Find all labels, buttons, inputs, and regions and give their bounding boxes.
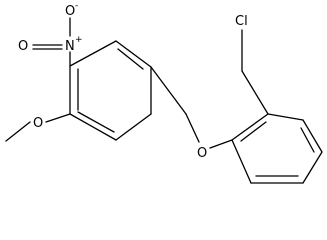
nitro-oxygen-left-label: O xyxy=(18,39,28,54)
bond-ring-b-4 xyxy=(302,151,323,184)
double-bond-ring-a-2 xyxy=(77,111,115,133)
bond-ring-a-4 xyxy=(115,113,152,141)
bond-ring-to-ch2 xyxy=(150,66,187,115)
chlorine-label: Cl xyxy=(235,14,248,29)
methoxy-group: O xyxy=(5,113,71,142)
bond-ether-oxygen-to-ring xyxy=(209,139,233,149)
left-benzene-ring xyxy=(69,40,152,141)
ether-oxygen-label: O xyxy=(197,146,207,161)
nitro-nitrogen-label: N xyxy=(65,39,75,54)
bond-ring-to-ch2cl xyxy=(241,70,269,115)
chloromethyl-group: Cl xyxy=(235,14,269,115)
nitro-group: O - N + O xyxy=(18,1,83,67)
double-bond-ring-b-1 xyxy=(240,121,267,142)
bond-ring-a-1 xyxy=(69,40,117,67)
bond-ring-b-3 xyxy=(302,119,323,153)
bond-ring-b-2 xyxy=(267,113,304,121)
benzyl-ether-linker: O xyxy=(150,66,233,161)
nitro-oxygen-top-label: O xyxy=(65,4,75,19)
right-benzene-ring xyxy=(231,113,323,184)
bond-ring-to-methoxy-oxygen xyxy=(45,113,71,123)
bond-ring-b-6 xyxy=(231,139,252,184)
double-bond-ring-b-2 xyxy=(300,127,315,153)
bond-ring-b-1 xyxy=(231,113,269,141)
double-bond-ring-a-1 xyxy=(117,48,144,70)
methoxy-oxygen-label: O xyxy=(33,116,43,131)
bond-ring-a-2 xyxy=(115,40,152,68)
nitro-nitrogen-charge: + xyxy=(75,35,83,45)
bond-ch2-to-ether-oxygen xyxy=(185,113,200,143)
bond-methoxy-oxygen-to-methyl xyxy=(5,121,31,142)
chemical-structure-diagram: O - N + O O O Cl xyxy=(5,1,323,184)
bond-ring-a-5 xyxy=(69,113,117,141)
nitro-oxygen-charge: - xyxy=(75,1,78,11)
